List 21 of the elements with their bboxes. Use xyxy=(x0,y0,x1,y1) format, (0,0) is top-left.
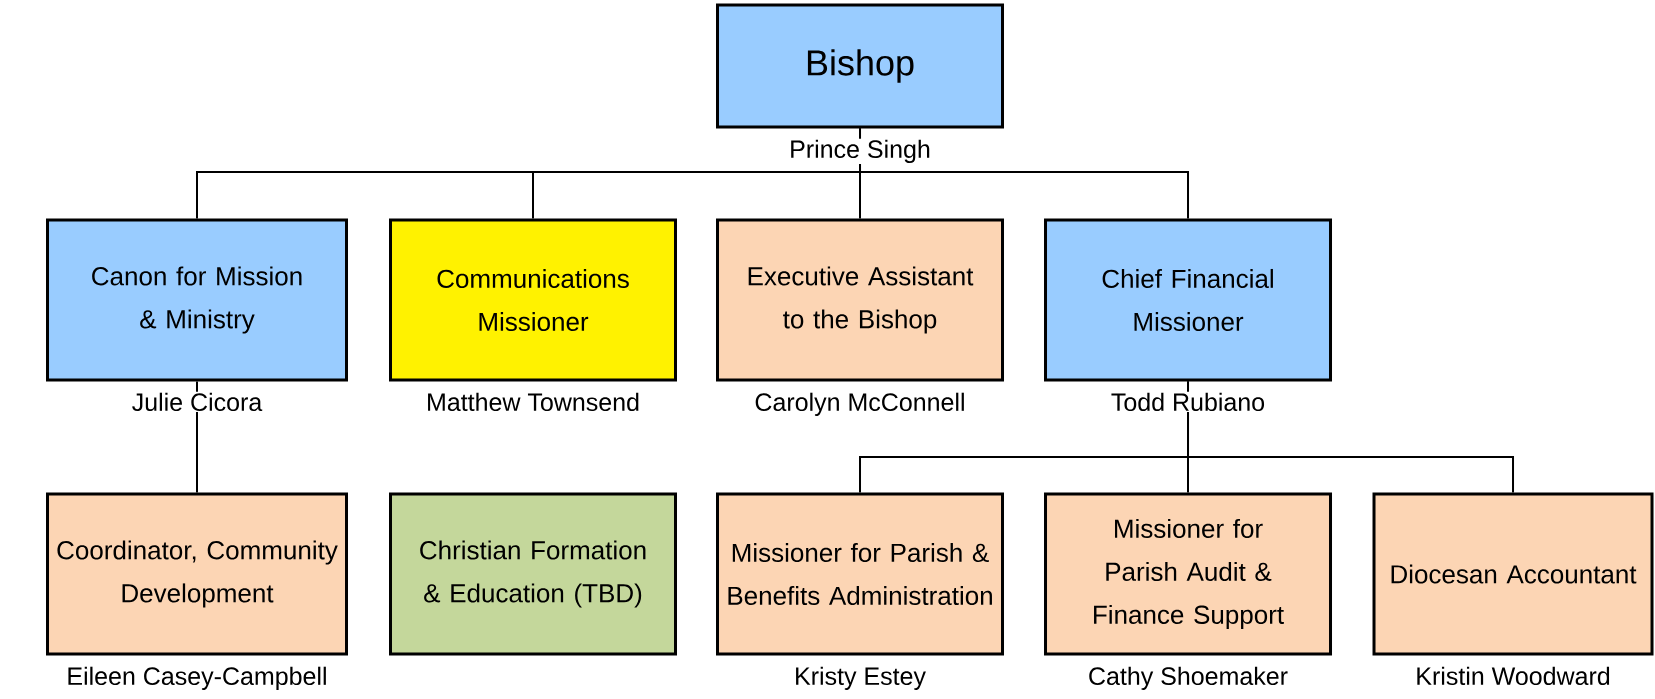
person-name: Carolyn McConnell xyxy=(753,391,967,417)
role-box: Canon for Mission & Ministry xyxy=(46,218,348,382)
person-name: Cathy Shoemaker xyxy=(1086,665,1290,691)
role-box: Communications Missioner xyxy=(389,218,677,382)
person-name: Todd Rubiano xyxy=(1109,391,1267,413)
role-box: Christian Formation & Education (TBD) xyxy=(389,492,677,656)
person-name: Kristy Estey xyxy=(793,665,927,691)
connector-line xyxy=(1187,380,1514,494)
person-name: Eileen Casey-Campbell xyxy=(65,665,329,691)
role-box: Diocesan Accountant xyxy=(1372,492,1654,656)
role-box: Missioner for Parish Audit & Finance Support xyxy=(1044,492,1332,656)
role-box: Chief Financial Missioner xyxy=(1044,218,1332,382)
person-name: Matthew Townsend xyxy=(425,391,641,413)
person-name: Julie Cicora xyxy=(130,391,264,413)
person-name: Prince Singh xyxy=(788,138,932,164)
role-box: Coordinator, Community Development xyxy=(46,492,348,656)
title-box: Bishop xyxy=(716,3,1004,129)
role-box: Executive Assistant to the Bishop xyxy=(716,218,1004,382)
role-box: Missioner for Parish & Benefits Administration xyxy=(716,492,1004,656)
person-name: Kristin Woodward xyxy=(1414,665,1612,687)
connector-line xyxy=(859,127,1189,220)
